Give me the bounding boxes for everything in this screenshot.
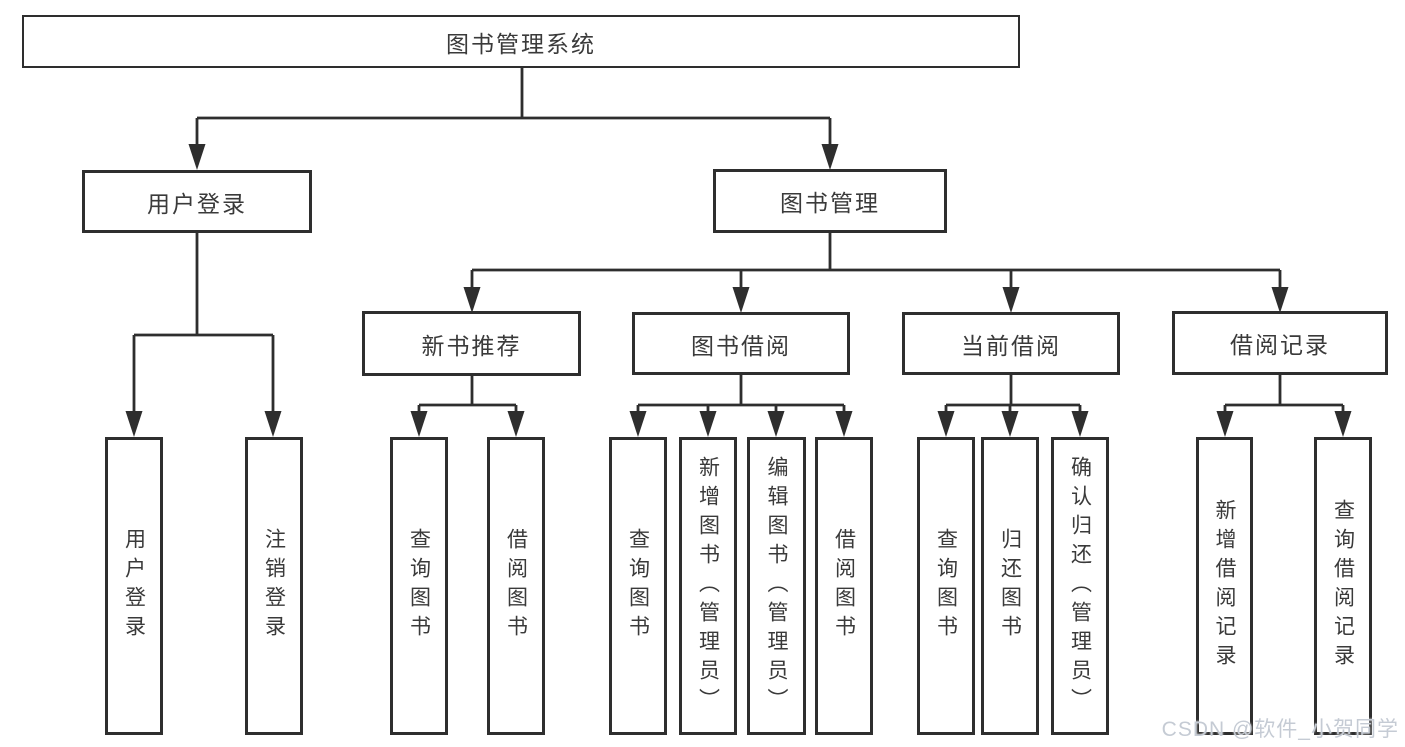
leaf-label: 新增图书（管理员） (696, 455, 720, 717)
node-book-borrowing: 图书借阅 (632, 312, 850, 375)
leaf-label: 归还图书 (998, 528, 1022, 644)
node-user-login-branch: 用户登录 (82, 170, 312, 233)
leaf-borrow-books: 借阅图书 (815, 437, 873, 735)
leaf-logout: 注销登录 (245, 437, 303, 735)
leaf-label: 用户登录 (122, 528, 146, 644)
leaf-query-books-current: 查询图书 (917, 437, 975, 735)
leaf-label: 借阅图书 (832, 528, 856, 644)
node-book-management-branch: 图书管理 (713, 169, 947, 233)
leaf-user-login: 用户登录 (105, 437, 163, 735)
node-borrowing-records: 借阅记录 (1172, 311, 1388, 375)
leaf-label: 借阅图书 (504, 528, 528, 644)
leaf-label: 编辑图书（管理员） (765, 455, 788, 717)
leaf-return-books: 归还图书 (981, 437, 1039, 735)
leaf-query-borrow-record: 查询借阅记录 (1314, 437, 1372, 735)
leaf-label: 新增借阅记录 (1213, 499, 1236, 673)
leaf-add-borrow-record: 新增借阅记录 (1196, 437, 1253, 735)
leaf-borrow-books-recommend: 借阅图书 (487, 437, 545, 735)
leaf-label: 查询图书 (934, 528, 958, 644)
csdn-watermark: CSDN @软件_小贺同学 (1161, 718, 1399, 741)
node-library-management-system: 图书管理系统 (22, 15, 1020, 68)
leaf-label: 注销登录 (262, 528, 286, 644)
node-current-borrowing: 当前借阅 (902, 312, 1120, 375)
leaf-add-books-admin: 新增图书（管理员） (679, 437, 737, 735)
leaf-label: 查询图书 (407, 528, 431, 644)
leaf-confirm-return-admin: 确认归还（管理员） (1051, 437, 1109, 735)
leaf-label: 确认归还（管理员） (1068, 455, 1092, 717)
leaf-label: 查询图书 (626, 528, 650, 644)
leaf-edit-books-admin: 编辑图书（管理员） (747, 437, 806, 735)
node-new-book-recommendation: 新书推荐 (362, 311, 581, 376)
leaf-query-books-recommend: 查询图书 (390, 437, 448, 735)
leaf-query-books-borrow: 查询图书 (609, 437, 667, 735)
leaf-label: 查询借阅记录 (1331, 499, 1355, 673)
